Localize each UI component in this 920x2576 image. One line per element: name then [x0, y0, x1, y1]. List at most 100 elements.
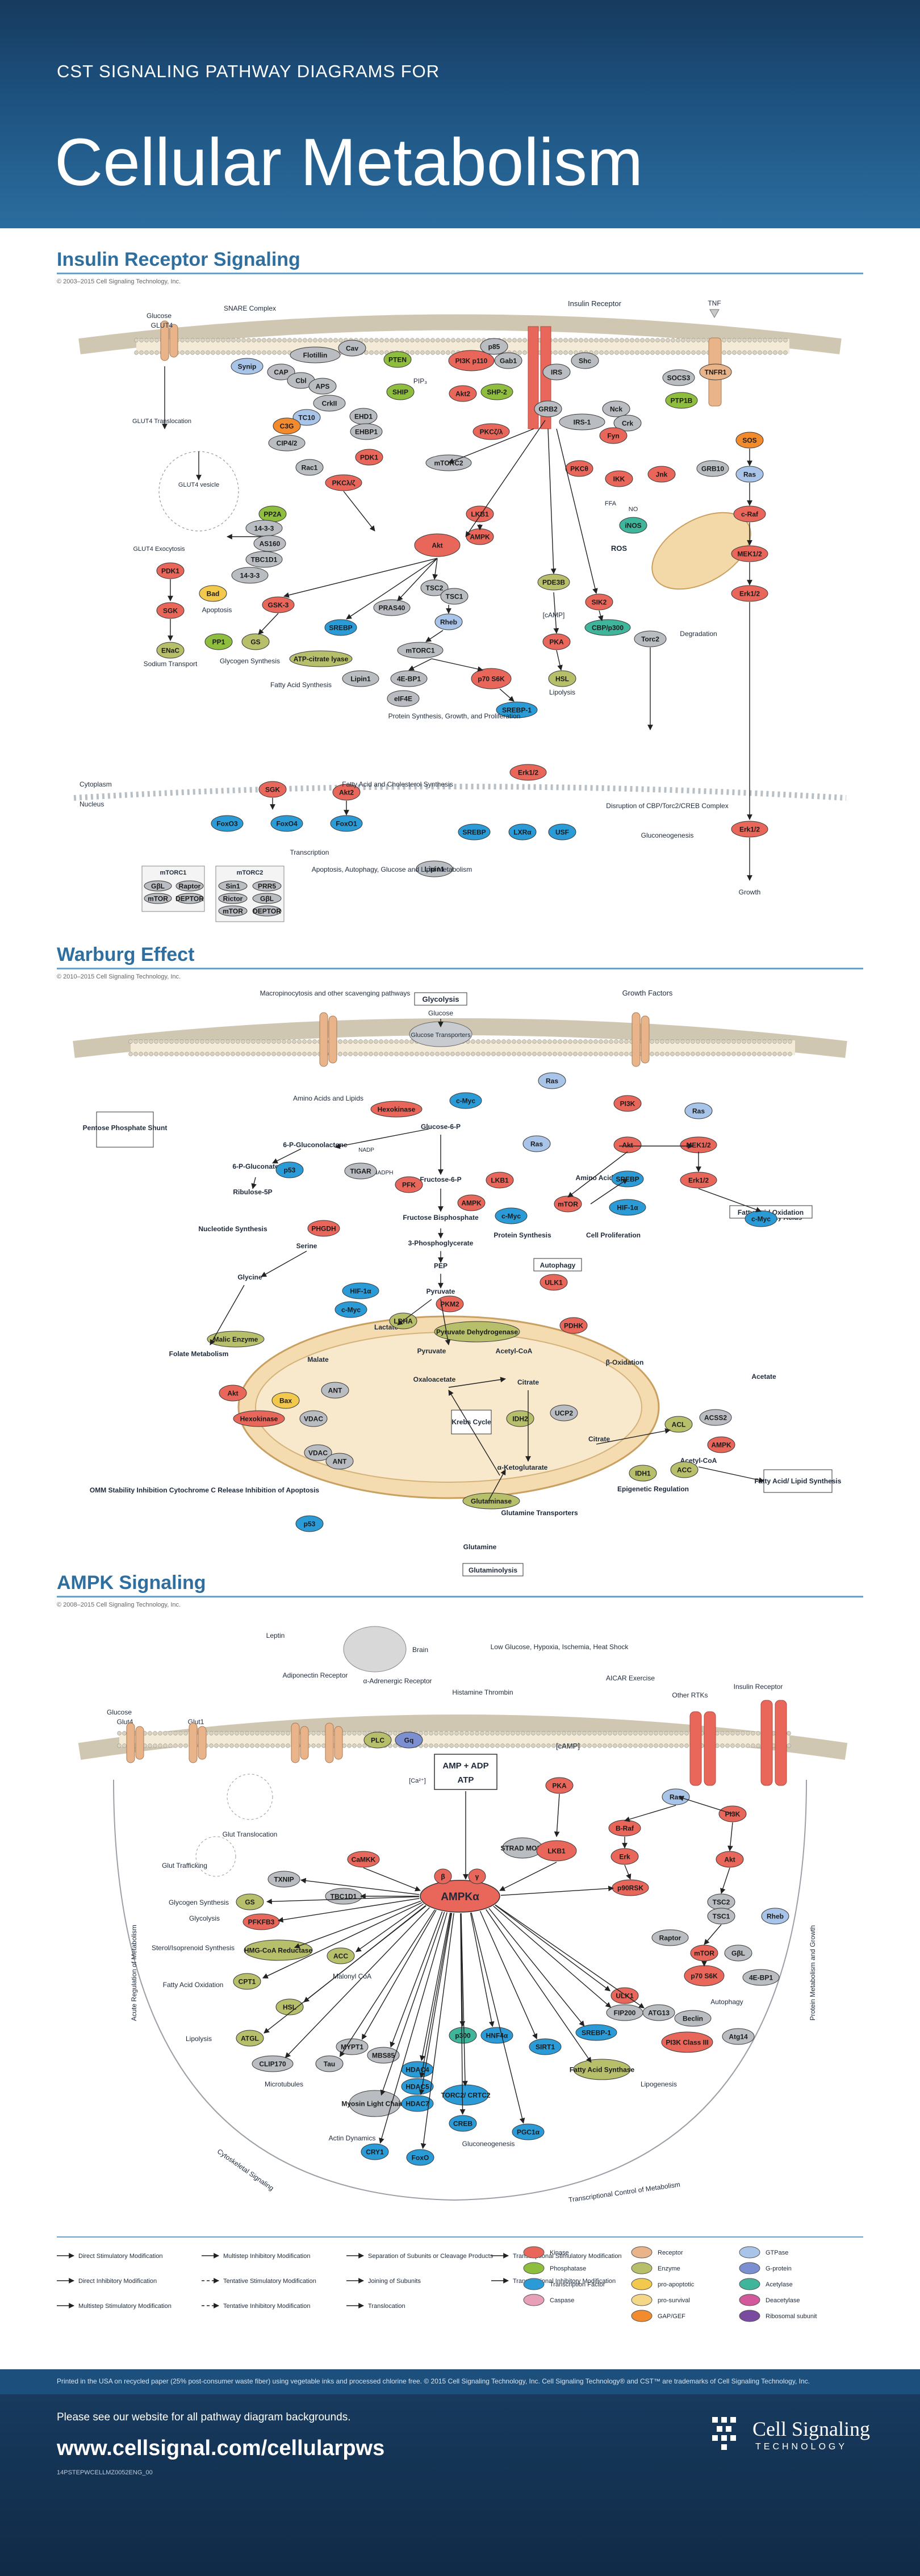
- lipid-head: [374, 350, 379, 355]
- lipid-head: [715, 1731, 720, 1736]
- node-shape: [651, 1929, 689, 1946]
- label-line: MEK1/2: [737, 550, 762, 558]
- node-sik2: SIK2: [585, 593, 613, 610]
- label-line: Glucose: [147, 312, 172, 320]
- lipid-head: [604, 350, 609, 355]
- node-tigar: TIGAR: [344, 1162, 377, 1180]
- node-pp2a: PP2A: [258, 505, 287, 522]
- lipid-head: [363, 1039, 368, 1044]
- node-shape: [448, 350, 495, 371]
- label-line: CAP: [274, 369, 288, 377]
- node-label: APS: [316, 383, 330, 391]
- lipid-head: [190, 350, 195, 355]
- label-line: Beclin: [683, 2015, 703, 2023]
- lipid-head: [277, 338, 282, 342]
- node-label: PP2A: [264, 511, 282, 518]
- node-label: Glutaminase: [471, 1498, 512, 1506]
- legend-type-g-protein: G-protein: [766, 2265, 792, 2272]
- node-rheb: Rheb: [434, 613, 463, 630]
- lipid-head: [573, 1052, 578, 1056]
- node-shape: [321, 1382, 349, 1399]
- metabolite-pep: PEP: [434, 1262, 448, 1270]
- lipid-head: [485, 1731, 490, 1736]
- node-pdk1: PDK1: [156, 562, 185, 579]
- lipid-head: [153, 1743, 157, 1748]
- label-line: Crk: [622, 420, 633, 428]
- label-line: FoxO: [412, 2154, 429, 2162]
- receptor-helix: [641, 1015, 650, 1064]
- node-shape: [538, 1072, 566, 1089]
- lipid-head: [670, 1052, 675, 1056]
- pathway-arrow: [720, 1867, 730, 1894]
- label-line: FoxO3: [216, 820, 238, 828]
- lipid-head: [541, 1731, 546, 1736]
- node-label: PKM2: [440, 1300, 459, 1308]
- lipid-head: [485, 1743, 490, 1748]
- node-srebp-1: SREBP-1: [496, 701, 538, 718]
- lipid-head: [684, 1731, 689, 1736]
- lipid-head: [691, 338, 696, 342]
- lipid-head: [619, 1052, 624, 1056]
- insulin-receptor-label: Insulin Receptor: [734, 1683, 783, 1691]
- node-shape: [707, 1908, 735, 1925]
- lipid-head: [691, 350, 696, 355]
- node-shc: Shc: [571, 352, 599, 369]
- label-line: PI3K Class III: [666, 2039, 708, 2047]
- footer-url-link[interactable]: www.cellsignal.com/cellularpws: [57, 2436, 385, 2460]
- label-line: PEP: [434, 1262, 448, 1270]
- lipid-head: [282, 350, 287, 355]
- node-tsc2: TSC2: [707, 1893, 735, 1910]
- lipid-head: [215, 1052, 220, 1056]
- node-label: iNOS: [625, 522, 641, 530]
- node-label: PKA: [549, 638, 564, 646]
- lipid-head: [229, 1731, 234, 1736]
- amp-adp-label: AMP + ADP: [442, 1761, 488, 1771]
- node-pi3k: PI3K: [613, 1095, 642, 1112]
- label-line: Pentose Phosphate Shunt: [83, 1124, 168, 1132]
- node-label: Shc: [579, 357, 591, 365]
- lipid-head: [643, 1731, 648, 1736]
- label-line: Receptor: [658, 2249, 683, 2256]
- node-cbp-p300: CBP/p300: [584, 619, 631, 636]
- lipid-head: [441, 338, 445, 342]
- node-erk: Erk: [610, 1848, 639, 1865]
- lipid-head: [312, 1039, 317, 1044]
- node-shape: [529, 2038, 562, 2055]
- node-shape: [559, 1317, 588, 1334]
- node-hsl: HSL: [548, 670, 576, 687]
- node-shape: [466, 505, 494, 522]
- lipid-head: [303, 338, 307, 342]
- node-label: Erk1/2: [739, 826, 760, 834]
- node-shape: [397, 642, 444, 659]
- pathway-arrow: [465, 420, 546, 537]
- node-creb: CREB: [449, 2115, 477, 2132]
- lipid-head: [144, 338, 149, 342]
- label-line: TORC2/ CRTC2: [441, 2092, 490, 2100]
- node-irs-1: IRS-1: [559, 413, 605, 430]
- lipid-head: [209, 1743, 214, 1748]
- lipid-head: [788, 1052, 792, 1056]
- lipid-head: [164, 1039, 169, 1044]
- label-line: PDK1: [161, 567, 179, 575]
- node-shape: [613, 1136, 642, 1153]
- node-shape: [542, 363, 571, 380]
- label-line: [cAMP]: [543, 611, 565, 619]
- node-label: MEK1/2: [686, 1141, 711, 1149]
- receptor-helix: [160, 320, 169, 361]
- node-ship: SHIP: [386, 383, 415, 400]
- label-line: SOCS3: [667, 374, 691, 382]
- node-ampk-central: AMPKα: [420, 1880, 500, 1913]
- node-glutaminase: Glutaminase: [462, 1492, 520, 1509]
- node-label: Rac1: [302, 464, 318, 472]
- lipid-head: [536, 1731, 541, 1736]
- warburg-copyright: © 2010–2015 Cell Signaling Technology, I…: [57, 973, 181, 980]
- node-label: PTEN: [388, 356, 407, 364]
- label-line: Malic Enzyme: [214, 1336, 258, 1344]
- lipid-head: [272, 338, 277, 342]
- lipid-head: [659, 1743, 663, 1748]
- metabolite-pyruvate: Pyruvate: [426, 1287, 455, 1295]
- lipid-head: [425, 338, 430, 342]
- legend-arrow-direct-inhibitory-modification: Direct Inhibitory Modification: [78, 2278, 157, 2285]
- node-cav: Cav: [338, 340, 366, 357]
- node-beclin: Beclin: [674, 2010, 712, 2027]
